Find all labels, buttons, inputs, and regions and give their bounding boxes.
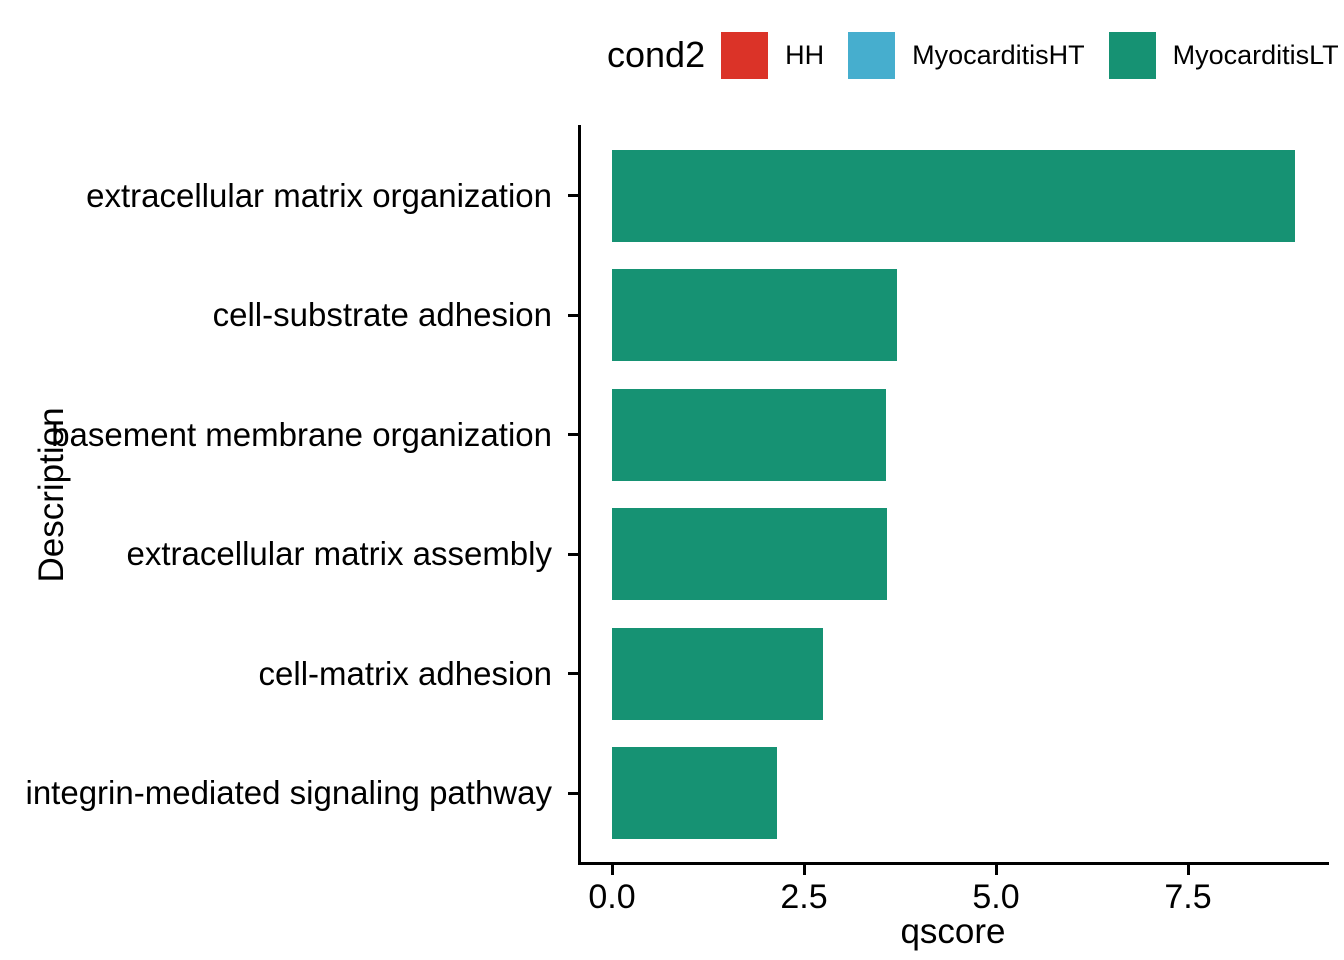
bar-4: [612, 627, 823, 720]
legend-title: cond2: [607, 34, 706, 75]
bar-1: [612, 269, 897, 361]
legend-item-myocarditis-lt: MyocarditisLT: [1108, 31, 1339, 79]
x-tick-2: [994, 865, 998, 875]
x-tick-label-1: 2.5: [780, 878, 828, 916]
legend-swatch-hh: [721, 31, 769, 79]
category-label-3: extracellular matrix assembly: [126, 535, 552, 572]
x-tick-label-2: 5.0: [972, 878, 1020, 916]
bar-3: [612, 508, 887, 600]
category-label-5: integrin-mediated signaling pathway: [25, 774, 553, 811]
x-tick-label-0: 0.0: [588, 878, 636, 916]
x-tick-0: [610, 865, 614, 875]
legend: cond2 HH MyocarditisHT MyocarditisLT: [607, 28, 1344, 82]
x-axis-title: qscore: [900, 912, 1006, 951]
legend-item-myocarditis-ht: MyocarditisHT: [848, 31, 1085, 79]
x-tick-3: [1186, 865, 1190, 875]
bar-0: [612, 149, 1295, 242]
legend-item-hh: HH: [721, 31, 825, 79]
category-label-2: basement membrane organization: [51, 415, 552, 453]
y-tick-2: [568, 433, 578, 436]
category-label-1: cell-substrate adhesion: [212, 296, 552, 333]
x-tick-label-3: 7.5: [1164, 878, 1212, 916]
legend-label-myocarditis-lt: MyocarditisLT: [1172, 39, 1339, 70]
y-tick-1: [568, 313, 578, 317]
bar-5: [612, 747, 777, 839]
x-axis-line: [578, 862, 1329, 865]
y-tick-4: [568, 672, 578, 675]
legend-swatch-myocarditis-ht: [848, 31, 896, 79]
legend-label-hh: HH: [785, 39, 825, 70]
y-tick-3: [568, 552, 578, 556]
y-tick-5: [568, 791, 578, 795]
legend-label-myocarditis-ht: MyocarditisHT: [912, 39, 1085, 70]
x-tick-1: [802, 865, 806, 875]
y-axis-line: [578, 125, 581, 865]
bar-2: [612, 388, 886, 481]
y-tick-0: [568, 194, 578, 197]
category-label-0: extracellular matrix organization: [86, 176, 552, 214]
category-label-4: cell-matrix adhesion: [258, 654, 552, 692]
legend-swatch-myocarditis-lt: [1108, 31, 1156, 79]
